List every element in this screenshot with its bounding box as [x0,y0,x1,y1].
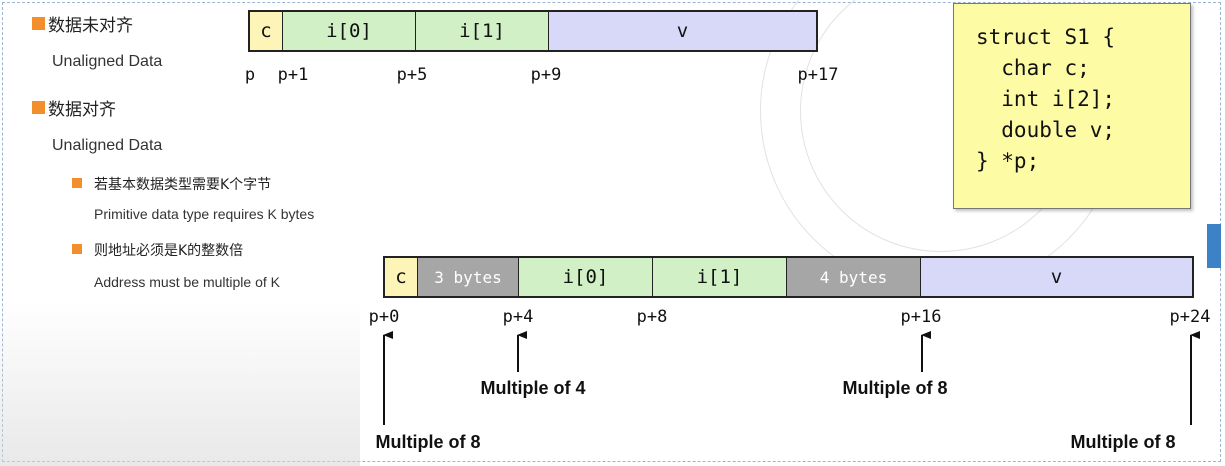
field-cell-int: i[0] [283,12,416,50]
code-line: struct S1 { [976,25,1116,49]
address-label: p [244,65,256,85]
bullet-icon [72,244,82,254]
field-cell-int: i[0] [519,258,653,296]
section-subtitle-aligned: Unaligned Data [52,137,163,154]
rule-address-cn: 则地址必须是K的整数倍 [94,243,244,259]
multiple-label: Multiple of 4 [480,378,586,398]
address-label: p+17 [797,65,839,85]
rule-address-en: Address must be multiple of K [94,274,280,290]
code-line: } *p; [976,149,1040,173]
padding-cell: 3 bytes [418,258,519,296]
struct-code-box: struct S1 { char c; int i[2]; double v; … [953,3,1191,209]
multiple-label: Multiple of 8 [842,378,948,398]
rule-size-cn: 若基本数据类型需要K个字节 [94,177,272,193]
address-label: p+9 [530,65,562,85]
field-cell-int: i[1] [653,258,787,296]
section-title-aligned: 数据对齐 [48,100,116,120]
multiple-label: Multiple of 8 [375,432,481,452]
bullet-icon [32,101,45,114]
field-cell-int: i[1] [416,12,549,50]
background-building [0,300,360,466]
address-label: p+24 [1169,307,1211,327]
address-label: p+16 [900,307,942,327]
address-label: p+4 [502,307,534,327]
padding-cell: 4 bytes [787,258,921,296]
section-title-unaligned: 数据未对齐 [48,16,133,36]
code-line: double v; [976,118,1116,142]
field-cell-char: c [250,12,283,50]
field-cell-double: v [921,258,1192,296]
section-subtitle-unaligned: Unaligned Data [52,53,163,70]
address-label: p+8 [636,307,668,327]
multiple-label: Multiple of 8 [1070,432,1176,452]
address-label: p+0 [368,307,400,327]
address-label: p+1 [277,65,309,85]
slide-corner-tab [1207,224,1221,268]
field-cell-double: v [549,12,816,50]
bullet-icon [32,17,45,30]
address-label: p+5 [396,65,428,85]
code-line: int i[2]; [976,87,1116,111]
field-cell-char: c [385,258,418,296]
rule-size-en: Primitive data type requires K bytes [94,206,315,222]
bullet-icon [72,178,82,188]
code-line: char c; [976,56,1090,80]
